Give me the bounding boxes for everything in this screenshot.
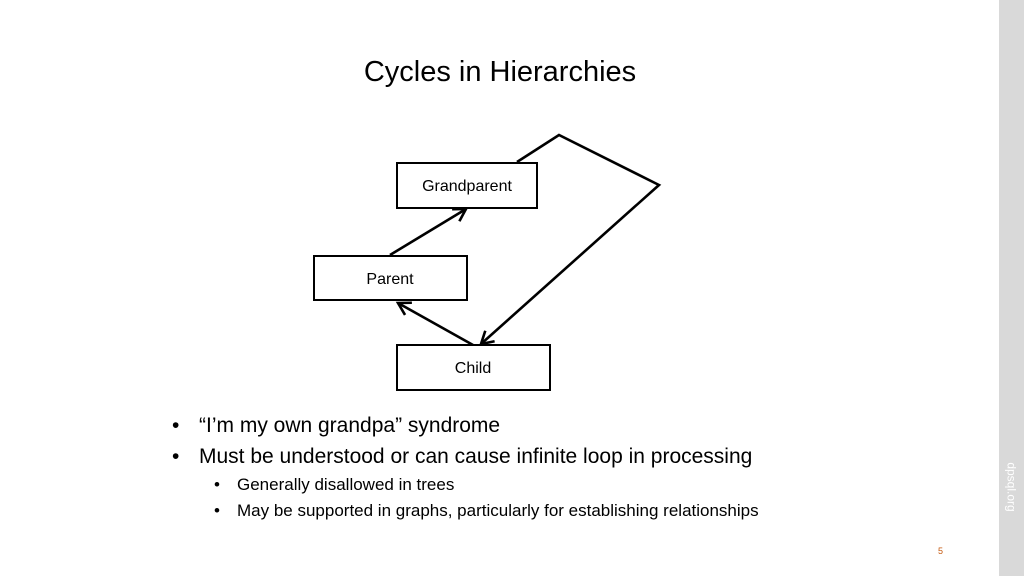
side-bar <box>999 0 1024 576</box>
page-number: 5 <box>938 546 944 556</box>
side-watermark-text: dpsql.org <box>1004 462 1019 512</box>
edge-grandparent-to-child <box>481 133 662 344</box>
node-parent-label: Parent <box>366 271 414 288</box>
edge-child-to-parent <box>398 303 474 347</box>
node-grandparent-label: Grandparent <box>422 178 512 195</box>
bullet-item: Must be understood or can cause infinite… <box>172 441 759 472</box>
side-watermark: dpsql.org <box>999 452 1024 522</box>
node-child-label: Child <box>455 360 491 377</box>
sub-bullet-item: May be supported in graphs, particularly… <box>172 498 759 524</box>
node-grandparent: Grandparent <box>396 162 538 209</box>
hierarchy-diagram: Grandparent Parent Child <box>313 133 662 391</box>
bullet-list: “I’m my own grandpa” syndrome Must be un… <box>172 410 759 524</box>
node-parent: Parent <box>313 255 468 301</box>
edge-parent-to-grandparent <box>389 209 466 257</box>
sub-bullet-item: Generally disallowed in trees <box>172 472 759 498</box>
slide-title: Cycles in Hierarchies <box>363 56 637 88</box>
bullet-item: “I’m my own grandpa” syndrome <box>172 410 759 441</box>
node-child: Child <box>396 344 551 391</box>
